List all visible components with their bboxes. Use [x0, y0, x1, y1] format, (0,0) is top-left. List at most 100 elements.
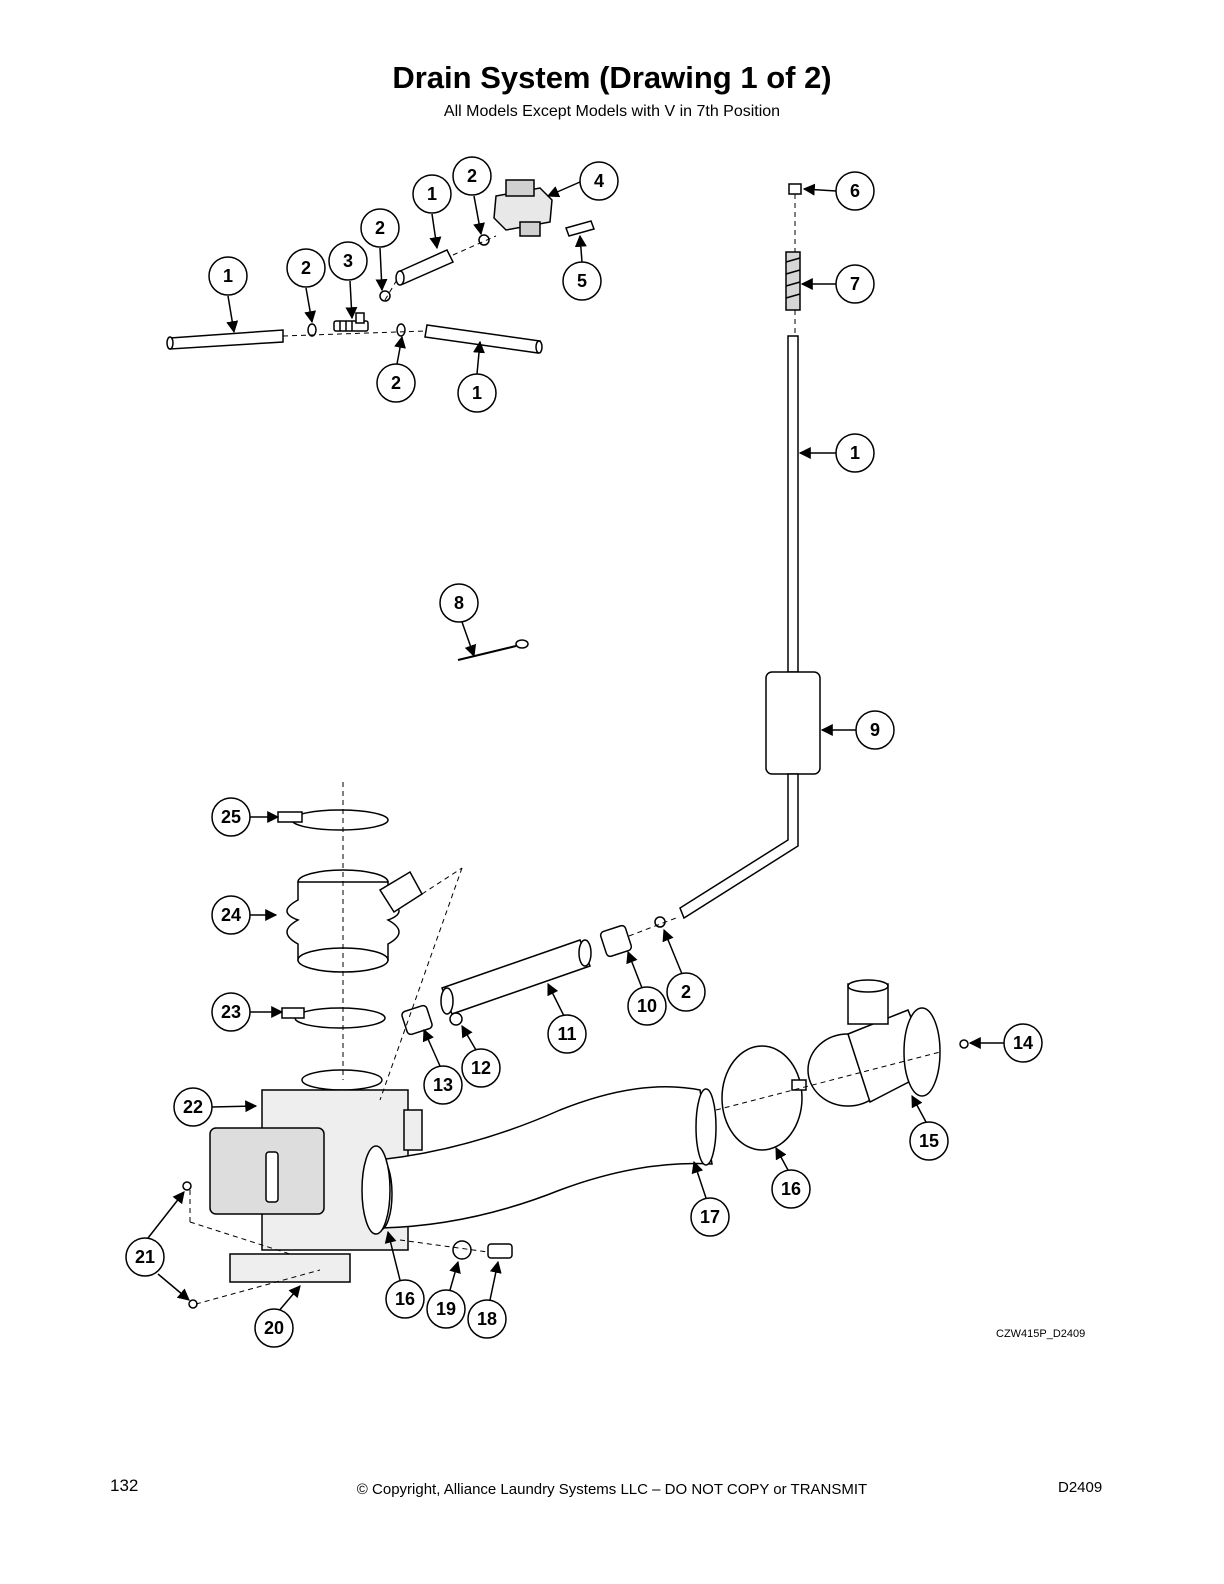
air-trap-9 [765, 671, 821, 775]
cap-6 [788, 183, 802, 195]
svg-text:1: 1 [472, 383, 482, 403]
svg-text:2: 2 [375, 218, 385, 238]
svg-text:13: 13 [433, 1075, 453, 1095]
callout-19: 19 [426, 1260, 466, 1329]
tee-connector [333, 312, 369, 332]
hose-left-upper [166, 329, 284, 350]
callout-1a: 1 [208, 256, 248, 334]
svg-text:20: 20 [264, 1318, 284, 1338]
callout-1c: 1 [457, 340, 497, 413]
tube-11 [440, 939, 592, 1015]
clamp-small-2 [396, 323, 406, 337]
pressure-switch [493, 179, 553, 237]
clamp-23 [281, 1007, 386, 1029]
callout-2b: 2 [360, 208, 400, 292]
svg-text:2: 2 [467, 166, 477, 186]
svg-text:21: 21 [135, 1247, 155, 1267]
main-hose-17 [367, 1086, 717, 1231]
callout-4: 4 [546, 161, 619, 201]
callout-2e: 2 [662, 928, 706, 1012]
clamp-small-1 [307, 323, 317, 337]
callout-13: 13 [422, 1028, 463, 1105]
svg-text:11: 11 [557, 1024, 576, 1044]
svg-text:6: 6 [850, 181, 860, 201]
callout-2a: 2 [286, 248, 326, 324]
bolt-18 [487, 1243, 513, 1259]
page-subtitle: All Models Except Models with V in 7th P… [443, 103, 781, 120]
callout-20: 20 [254, 1285, 301, 1348]
screw-21b [188, 1299, 198, 1309]
svg-text:18: 18 [477, 1309, 497, 1329]
vertical-tube-1 [787, 335, 799, 673]
page-title: Drain System (Drawing 1 of 2) [392, 60, 832, 95]
svg-text:3: 3 [343, 251, 353, 271]
svg-text:12: 12 [471, 1058, 491, 1078]
callout-24: 24 [211, 895, 278, 935]
drain-valve-22 [209, 1069, 423, 1251]
svg-text:10: 10 [637, 996, 657, 1016]
callout-1d: 1 [798, 433, 875, 473]
callout-9: 9 [820, 710, 895, 750]
drawing-code: CZW415P_D2409 [996, 1328, 1086, 1340]
svg-text:25: 25 [221, 807, 241, 827]
svg-text:2: 2 [301, 258, 311, 278]
svg-text:5: 5 [577, 271, 587, 291]
sleeve-10 [599, 924, 633, 958]
hose-diagonal-upper [395, 249, 455, 286]
callout-14: 14 [968, 1023, 1043, 1063]
svg-text:14: 14 [1013, 1033, 1033, 1053]
dashed-lines [189, 194, 941, 1305]
callouts: 1 2 3 2 1 2 4 5 2 1 6 7 1 8 9 25 24 23 2… [125, 156, 1043, 1348]
callout-16b: 16 [384, 1230, 425, 1319]
footer-doc-code: D2409 [1058, 1479, 1103, 1496]
screw-21a [182, 1181, 192, 1191]
clamp-25 [277, 809, 389, 831]
footer-page-number: 132 [110, 1476, 139, 1495]
callout-16a: 16 [771, 1146, 811, 1209]
sleeve-13 [401, 1004, 433, 1036]
hose-right-upper [424, 324, 543, 354]
svg-text:2: 2 [681, 982, 691, 1002]
callout-10: 10 [626, 950, 667, 1026]
callout-21: 21 [125, 1191, 190, 1301]
svg-text:1: 1 [850, 443, 860, 463]
small-clamp-12 [449, 1012, 463, 1026]
svg-text:9: 9 [870, 720, 880, 740]
callout-11: 11 [547, 982, 587, 1054]
footer-copyright: © Copyright, Alliance Laundry Systems LL… [356, 1481, 868, 1498]
callout-7: 7 [800, 264, 875, 304]
svg-text:22: 22 [183, 1097, 203, 1117]
hose-clamp-16a [361, 1145, 391, 1235]
svg-text:1: 1 [427, 184, 437, 204]
screw-14 [959, 1039, 969, 1049]
svg-text:1: 1 [223, 266, 233, 286]
bracket-20 [229, 1253, 351, 1283]
callout-8: 8 [439, 583, 479, 658]
callout-12: 12 [461, 1024, 501, 1088]
svg-text:4: 4 [594, 171, 604, 191]
callout-3: 3 [328, 241, 368, 320]
callout-2d: 2 [376, 335, 416, 403]
pin-8 [457, 639, 529, 661]
callout-5: 5 [562, 234, 602, 301]
callout-1b: 1 [412, 174, 452, 250]
callout-22: 22 [173, 1087, 258, 1127]
svg-text:16: 16 [395, 1289, 415, 1309]
bellows-24 [286, 869, 423, 973]
callout-6: 6 [802, 171, 875, 211]
tube-bend [679, 773, 799, 920]
svg-text:17: 17 [700, 1207, 720, 1227]
svg-text:16: 16 [781, 1179, 801, 1199]
spring-7 [785, 251, 801, 311]
svg-text:2: 2 [391, 373, 401, 393]
svg-text:15: 15 [919, 1131, 939, 1151]
callout-17: 17 [690, 1160, 730, 1237]
washer-19 [452, 1240, 472, 1260]
callout-23: 23 [211, 992, 284, 1032]
svg-text:19: 19 [436, 1299, 456, 1319]
callout-2c: 2 [452, 156, 492, 236]
svg-text:7: 7 [850, 274, 860, 294]
small-tube-5 [565, 220, 595, 237]
svg-text:24: 24 [221, 905, 241, 925]
